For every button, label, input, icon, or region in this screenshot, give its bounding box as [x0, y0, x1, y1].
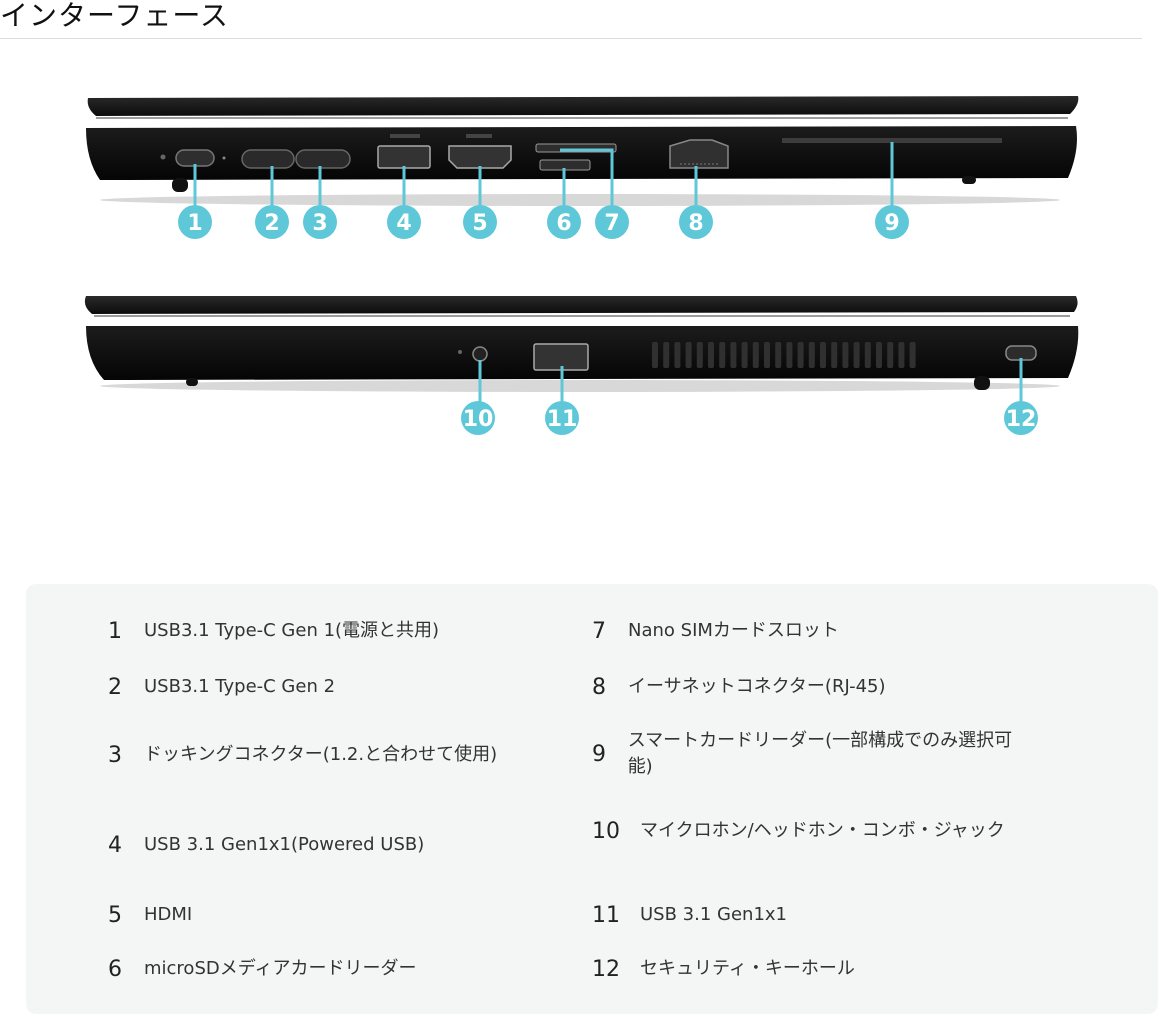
legend-text: HDMI	[144, 904, 193, 925]
legend-item: 9 スマートカードリーダー(一部構成でのみ選択可能)	[592, 728, 1032, 780]
docking-connector	[295, 149, 351, 169]
laptop-right-side-view	[84, 296, 1079, 392]
callout-badge-3: 3	[303, 205, 337, 239]
callout-group	[193, 142, 1023, 404]
callout-badge-12: 12	[1004, 401, 1038, 435]
legend-text: USB3.1 Type-C Gen 1(電源と共用)	[144, 620, 440, 641]
legend-number: 2	[108, 674, 122, 700]
legend-item: 6 microSDメディアカードリーダー	[108, 956, 548, 982]
legend-number: 8	[592, 674, 606, 700]
title-divider	[0, 38, 1142, 39]
smart-card-slot	[782, 138, 1002, 143]
legend-number: 11	[592, 902, 620, 928]
legend-number: 5	[108, 902, 122, 928]
legend-panel: 1 USB3.1 Type-C Gen 1(電源と共用) 2 USB3.1 Ty…	[26, 584, 1158, 1014]
legend-text: Nano SIMカードスロット	[628, 620, 839, 641]
legend-item: 4 USB 3.1 Gen1x1(Powered USB)	[108, 832, 548, 858]
svg-text:9: 9	[884, 211, 899, 236]
legend-text: USB3.1 Type-C Gen 2	[144, 676, 336, 697]
legend-item: 2 USB3.1 Type-C Gen 2	[108, 674, 548, 700]
svg-text:7: 7	[604, 211, 619, 236]
legend-number: 12	[592, 956, 620, 982]
legend-item: 1 USB3.1 Type-C Gen 1(電源と共用)	[108, 618, 548, 644]
legend-item: 11 USB 3.1 Gen1x1	[592, 902, 1052, 928]
cooling-vent	[652, 342, 916, 368]
legend-text: USB 3.1 Gen1x1	[640, 904, 788, 925]
legend-text: マイクロホン/ヘッドホン・コンボ・ジャック	[640, 820, 1005, 841]
ethernet-port	[669, 139, 729, 169]
svg-text:4: 4	[396, 211, 411, 236]
callout-badge-5: 5	[463, 205, 497, 239]
legend-number: 4	[108, 832, 122, 858]
legend-number: 7	[592, 618, 606, 644]
callout-badge-9: 9	[875, 205, 909, 239]
legend-text: microSDメディアカードリーダー	[144, 958, 417, 979]
callout-badge-2: 2	[255, 205, 289, 239]
legend-text: ドッキングコネクター(1.2.と合わせて使用)	[144, 744, 498, 765]
legend-item: 7 Nano SIMカードスロット	[592, 618, 1052, 644]
legend-item: 10 マイクロホン/ヘッドホン・コンボ・ジャック	[592, 818, 1032, 844]
svg-text:1: 1	[187, 211, 202, 236]
svg-text:2: 2	[264, 211, 279, 236]
usb-c-gen2-port	[241, 149, 295, 169]
legend-number: 9	[592, 741, 606, 767]
callout-badge-4: 4	[387, 205, 421, 239]
audio-jack	[472, 346, 488, 362]
callout-badge-10: 10	[461, 401, 495, 435]
legend-number: 10	[592, 818, 620, 844]
callout-badge-8: 8	[679, 205, 713, 239]
svg-text:6: 6	[556, 211, 571, 236]
legend-text: セキュリティ・キーホール	[640, 958, 855, 979]
security-keyhole	[1005, 345, 1037, 361]
legend-item: 8 イーサネットコネクター(RJ-45)	[592, 674, 1052, 700]
svg-text:10: 10	[463, 407, 494, 432]
laptop-left-side-view	[86, 96, 1079, 206]
legend-text: USB 3.1 Gen1x1(Powered USB)	[144, 834, 425, 855]
legend-number: 3	[108, 742, 122, 768]
legend-item: 3 ドッキングコネクター(1.2.と合わせて使用)	[108, 742, 548, 768]
svg-text:11: 11	[547, 407, 578, 432]
svg-text:5: 5	[472, 211, 487, 236]
svg-text:8: 8	[688, 211, 703, 236]
callout-badge-1: 1	[178, 205, 212, 239]
hdmi-port	[448, 145, 512, 169]
legend-item: 5 HDMI	[108, 902, 548, 928]
page-title: インターフェース	[0, 0, 229, 32]
svg-text:3: 3	[312, 211, 327, 236]
legend-number: 6	[108, 956, 122, 982]
usb-c-power-port	[175, 149, 215, 167]
callout-badge-7: 7	[595, 205, 629, 239]
callout-badge-11: 11	[545, 401, 579, 435]
usb-a-port	[377, 145, 431, 169]
legend-number: 1	[108, 618, 122, 644]
legend-item: 12 セキュリティ・キーホール	[592, 956, 1052, 982]
callout-badge-6: 6	[547, 205, 581, 239]
svg-text:12: 12	[1006, 407, 1037, 432]
legend-text: スマートカードリーダー(一部構成でのみ選択可能)	[627, 730, 1013, 777]
legend-text: イーサネットコネクター(RJ-45)	[628, 676, 886, 697]
